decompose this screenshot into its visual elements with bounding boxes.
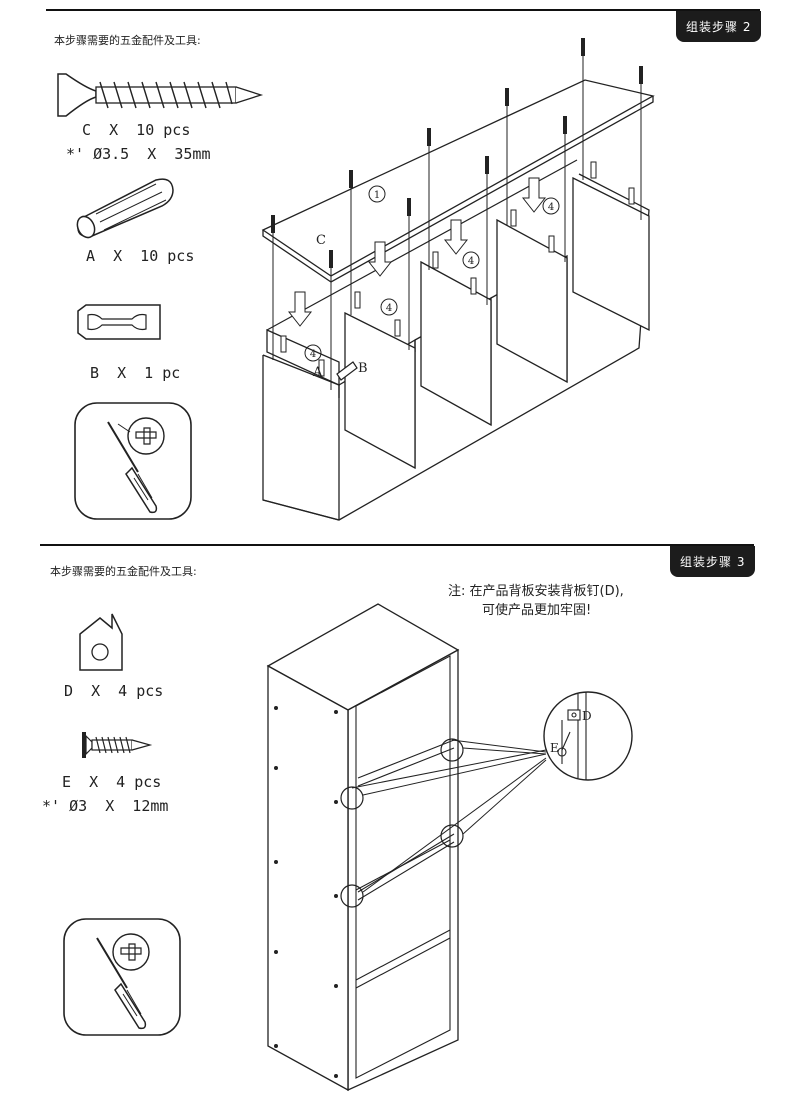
- callout-divider-b: 4: [386, 303, 392, 314]
- screw-e-label: E X 4 pcs: [62, 773, 162, 791]
- callout-screw-e: E: [550, 741, 559, 755]
- screw-e-spec: *' Ø3 X 12mm: [42, 797, 169, 815]
- nail-d-icon: [79, 613, 123, 671]
- callout-dowel-a: A: [312, 365, 323, 380]
- step2-top-rule: [46, 9, 760, 11]
- step3-assembly-diagram: D E: [266, 603, 633, 1092]
- screw-e-icon: [82, 732, 153, 758]
- step3-note-line-2: 可使产品更加牢固!: [482, 603, 592, 618]
- callout-divider-c: 4: [468, 256, 474, 267]
- screw-c-icon: [57, 73, 264, 117]
- screw-c-label: C X 10 pcs: [82, 121, 191, 139]
- callout-nail-d: D: [582, 709, 592, 723]
- dowel-a-label: A X 10 pcs: [86, 247, 195, 265]
- bracket-b-label: B X 1 pc: [90, 364, 181, 382]
- callout-screw-c: C: [316, 233, 326, 248]
- dowel-a-icon: [76, 178, 174, 239]
- step3-note-line-1: 注: 在产品背板安装背板钉(D),: [448, 584, 624, 599]
- callout-panel-1: 1: [374, 190, 380, 201]
- step3-intro: 本步骤需要的五金配件及工具:: [50, 565, 197, 578]
- screwdriver-icon: [74, 402, 192, 520]
- bracket-b-icon: [77, 304, 161, 340]
- step3-top-rule: [40, 544, 754, 546]
- screw-c-spec: *' Ø3.5 X 35mm: [66, 145, 211, 163]
- screwdriver-icon-2: [63, 918, 181, 1036]
- callout-divider-d: 4: [548, 202, 554, 213]
- step2-tag: 组装步骤 2: [676, 11, 762, 42]
- step2-assembly-diagram: 1 4 4 4 4 C A B: [261, 38, 655, 521]
- nail-d-label: D X 4 pcs: [64, 682, 164, 700]
- step2-intro: 本步骤需要的五金配件及工具:: [54, 34, 201, 47]
- callout-divider-a: 4: [310, 349, 316, 360]
- step3-tag: 组装步骤 3: [670, 546, 756, 577]
- callout-bracket-b: B: [358, 361, 368, 376]
- step3-note: 注: 在产品背板安装背板钉(D), 可使产品更加牢固!: [448, 582, 624, 620]
